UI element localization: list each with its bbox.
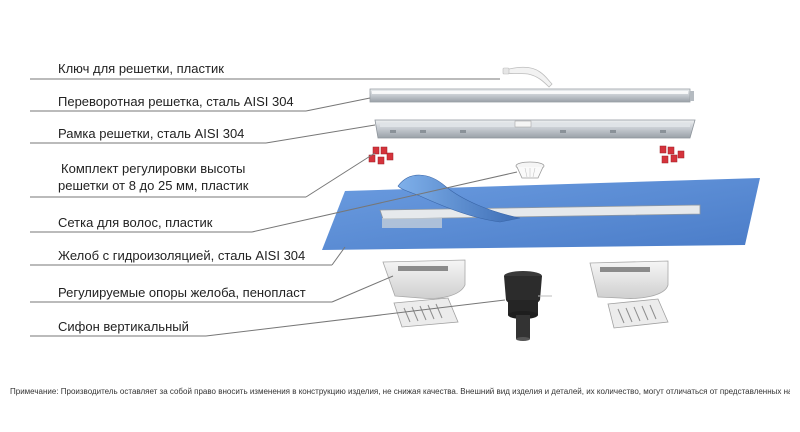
label-frame: Рамка решетки, сталь AISI 304 (58, 126, 245, 141)
siphon-part-icon (504, 271, 552, 341)
key-part-icon (502, 66, 553, 88)
frame-part-icon (374, 119, 696, 139)
disclaimer-note: Примечание: Производитель оставляет за с… (10, 387, 790, 396)
channel-membrane-icon (322, 174, 760, 250)
hair-strainer-icon (515, 161, 545, 179)
label-supports: Регулируемые опоры желоба, пенопласт (58, 285, 306, 300)
label-height-kit: Комплект регулировки высоты решетки от 8… (58, 160, 248, 194)
label-siphon: Сифон вертикальный (58, 319, 189, 334)
label-channel: Желоб с гидроизоляцией, сталь AISI 304 (58, 248, 306, 263)
label-key: Ключ для решетки, пластик (58, 61, 224, 76)
label-hair-strainer: Сетка для волос, пластик (58, 215, 213, 230)
label-grate: Переворотная решетка, сталь AISI 304 (58, 94, 294, 109)
label-height-kit-line2: решетки от 8 до 25 мм, пластик (58, 178, 249, 193)
foam-supports-left-icon (382, 259, 466, 328)
leader-lines (30, 78, 518, 337)
height-clips-right-icon (659, 145, 685, 164)
label-height-kit-line1: Комплект регулировки высоты (61, 161, 246, 176)
grate-part-icon (369, 88, 694, 103)
height-clips-left-icon (368, 146, 394, 165)
foam-supports-right-icon (589, 260, 669, 329)
